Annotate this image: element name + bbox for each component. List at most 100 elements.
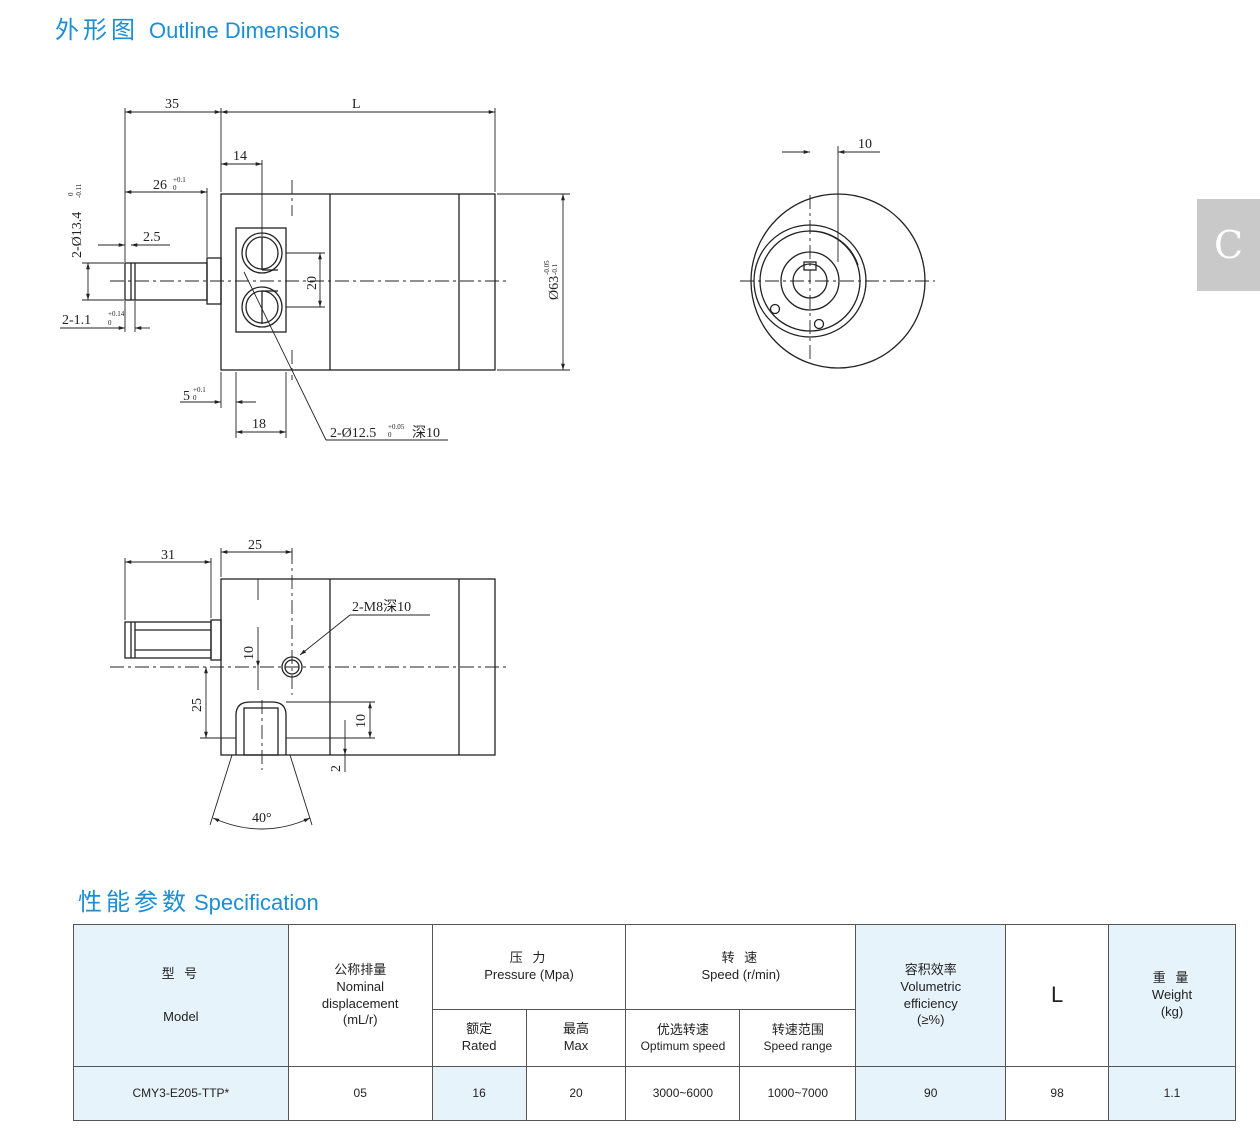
dim-label-phi63: Ø63 — [547, 276, 562, 300]
front-view-labels: 35 L 14 26 +0.1 0 2.5 2-Ø13.4 0 -0.11 2-… — [62, 97, 562, 441]
dim-label-port-depth: 深10 — [412, 425, 440, 441]
dim-tol: -0.05 — [543, 260, 551, 275]
front-view — [60, 108, 570, 441]
spec-table: 型 号 Model 公称排量 Nominal displacement (mL/… — [73, 924, 1236, 1121]
header-optimum-speed: 优选转速 Optimum speed — [625, 1009, 741, 1067]
header-pressure-en: Pressure (Mpa) — [484, 967, 574, 982]
dim-tol: +0.1 — [193, 386, 206, 394]
cell-efficiency: 90 — [855, 1066, 1007, 1121]
dim-label-m8: 2-M8深10 — [352, 599, 411, 615]
header-speed-range: 转速范围 Speed range — [739, 1009, 857, 1067]
dim-tol: +0.05 — [388, 423, 405, 431]
header-L: L — [1005, 924, 1110, 1067]
header-max-cn: 最高 — [563, 1021, 590, 1037]
port-boss — [235, 701, 287, 755]
bottom-shaft — [124, 621, 212, 659]
end-view — [740, 146, 935, 369]
header-opt-en: Optimum speed — [640, 1038, 726, 1053]
dim-tol: 0 — [193, 394, 197, 402]
header-eff-en2: efficiency — [903, 995, 958, 1011]
dim-label-25a: 25 — [248, 538, 262, 553]
header-disp-en2: displacement — [321, 995, 399, 1011]
header-disp-en1: Nominal — [336, 978, 385, 994]
end-view-labels: 10 — [858, 137, 872, 152]
dim-tol: 0 — [388, 431, 392, 439]
header-opt-cn: 优选转速 — [656, 1021, 709, 1037]
header-efficiency: 容积效率 Volumetric efficiency (≥%) — [855, 924, 1007, 1067]
header-eff-unit: (≥%) — [917, 1012, 945, 1028]
port-block — [235, 227, 287, 333]
dim-tol: +0.1 — [173, 176, 186, 184]
header-range-en: Speed range — [763, 1038, 833, 1053]
dim-label-14: 14 — [233, 149, 247, 164]
dim-label-25b: 25 — [190, 698, 205, 712]
header-pressure-cn: 压 力 — [509, 950, 549, 966]
cell-weight: 1.1 — [1108, 1066, 1236, 1121]
side-tab-c[interactable]: C — [1197, 199, 1260, 291]
header-speed-cn: 转 速 — [721, 950, 761, 966]
header-max: 最高 Max — [525, 1009, 627, 1067]
bottom-view-labels: 31 25 2-M8深10 10 25 10 2 40° — [161, 538, 411, 826]
dim-label-2: 2 — [329, 765, 344, 772]
dim-tol: -0.1 — [551, 263, 559, 275]
shaft-outline — [124, 262, 208, 301]
cell-max: 20 — [525, 1066, 627, 1121]
dim-label-1-1: 2-1.1 — [62, 313, 91, 328]
oil-port-bottom — [241, 286, 283, 328]
header-weight-unit: (kg) — [1160, 1003, 1184, 1019]
header-model-cn: 型 号 — [161, 965, 201, 981]
header-rated-en: Rated — [461, 1038, 497, 1053]
header-pressure: 压 力 Pressure (Mpa) — [431, 924, 627, 1010]
dim-label-20: 20 — [305, 276, 320, 290]
spec-title-cn: 性能参数 — [78, 888, 190, 916]
dim-label-phi13: 2-Ø13.4 — [70, 212, 85, 258]
dim-label-2-5: 2.5 — [143, 230, 161, 245]
cell-optimum-speed: 3000~6000 — [625, 1066, 741, 1121]
dim-label-10b: 10 — [354, 714, 369, 728]
dim-tol: 0 — [108, 319, 112, 327]
dim-label-L: L — [352, 97, 361, 112]
outline-drawing: 35 L 14 26 +0.1 0 2.5 2-Ø13.4 0 -0.11 2-… — [60, 97, 935, 830]
header-weight-cn: 重 量 — [1152, 970, 1192, 986]
header-weight: 重 量 Weight (kg) — [1108, 924, 1236, 1067]
dim-tol: 0 — [173, 184, 177, 192]
header-disp-unit: (mL/r) — [342, 1012, 378, 1028]
header-speed-en: Speed (r/min) — [701, 967, 781, 982]
header-model: 型 号 Model — [73, 924, 289, 1067]
outline-section-title: 外形图 Outline Dimensions — [55, 10, 340, 45]
header-range-cn: 转速范围 — [771, 1021, 824, 1037]
outline-title-cn: 外形图 — [55, 16, 139, 44]
header-displacement: 公称排量 Nominal displacement (mL/r) — [287, 924, 433, 1067]
cell-rated: 16 — [431, 1066, 527, 1121]
dim-label-10-end: 10 — [858, 137, 872, 152]
header-model-en: Model — [163, 1008, 199, 1024]
header-disp-cn: 公称排量 — [334, 961, 387, 977]
header-weight-en: Weight — [1151, 987, 1193, 1003]
header-rated-cn: 额定 — [466, 1021, 493, 1037]
cell-model: CMY3-E205-TTP* — [73, 1066, 289, 1121]
dim-label-40: 40° — [252, 811, 272, 826]
cell-speed-range: 1000~7000 — [739, 1066, 857, 1121]
dim-label-10a: 10 — [242, 646, 257, 660]
cell-displacement: 05 — [287, 1066, 433, 1121]
table-row: CMY3-E205-TTP* 05 16 20 3000~6000 1000~7… — [73, 1066, 1236, 1121]
bottom-view — [110, 548, 510, 830]
header-eff-en1: Volumetric — [900, 978, 962, 994]
dim-label-26: 26 — [153, 178, 167, 193]
header-speed: 转 速 Speed (r/min) — [625, 924, 857, 1010]
dim-tol: +0.14 — [108, 310, 125, 318]
header-max-en: Max — [563, 1038, 589, 1053]
dim-label-18: 18 — [252, 417, 266, 432]
spec-title-en: Specification — [194, 890, 319, 915]
dim-label-port: 2-Ø12.5 — [330, 426, 376, 441]
cell-L: 98 — [1005, 1066, 1110, 1121]
dim-tol: -0.11 — [75, 183, 83, 198]
header-eff-cn: 容积效率 — [904, 961, 957, 977]
header-rated: 额定 Rated — [431, 1009, 527, 1067]
dim-label-31: 31 — [161, 548, 175, 563]
dim-label-5: 5 — [183, 389, 190, 404]
outline-title-en: Outline Dimensions — [149, 18, 340, 43]
dim-label-35: 35 — [165, 97, 179, 112]
dim-tol: 0 — [67, 192, 75, 196]
